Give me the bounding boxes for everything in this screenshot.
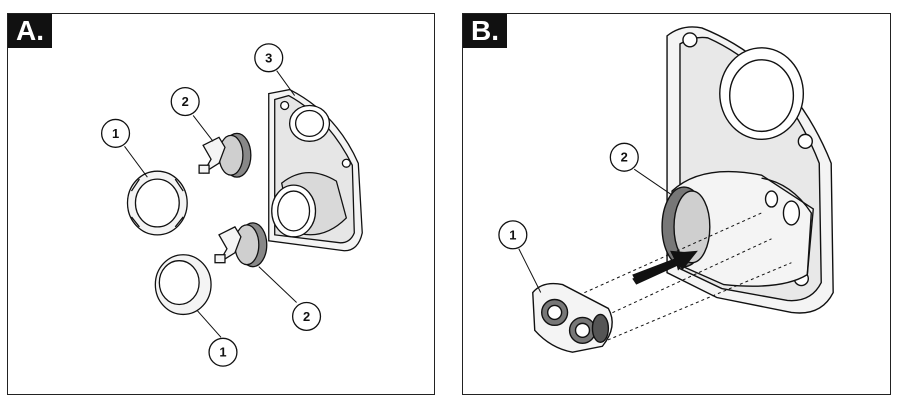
stop-insert-upper	[198, 132, 252, 178]
svg-text:3: 3	[265, 50, 272, 65]
callout-a-1b: 1	[208, 337, 238, 367]
svg-text:1: 1	[112, 126, 119, 141]
callout-b-2: 2	[609, 142, 639, 172]
cartridge	[532, 282, 613, 353]
callout-a-2b: 2	[291, 301, 322, 331]
callout-b-1: 1	[498, 220, 528, 250]
nut-upper	[126, 170, 188, 236]
panel-a-illustration: 1 2 3 2 1	[100, 43, 363, 367]
valve-body	[661, 170, 815, 287]
svg-text:1: 1	[509, 227, 516, 242]
callout-a-1: 1	[100, 118, 131, 148]
stop-insert-lower	[214, 222, 268, 268]
panel-b-label: B.	[463, 14, 507, 48]
panel-a-label: A.	[8, 14, 52, 48]
panel-b: B.	[462, 13, 891, 395]
svg-text:1: 1	[219, 345, 226, 360]
leader-lines-b	[518, 168, 673, 293]
svg-text:2: 2	[303, 309, 310, 324]
mounting-plate	[268, 88, 363, 252]
svg-text:2: 2	[182, 94, 189, 109]
callout-a-3: 3	[254, 43, 284, 73]
ring-lower	[154, 254, 212, 316]
leader-lines	[124, 70, 297, 338]
svg-text:2: 2	[621, 150, 628, 165]
panel-a: A.	[7, 13, 435, 395]
callout-a-2: 2	[170, 86, 200, 117]
panel-b-illustration: 2 1	[498, 26, 834, 353]
arrow-shape	[632, 250, 698, 285]
